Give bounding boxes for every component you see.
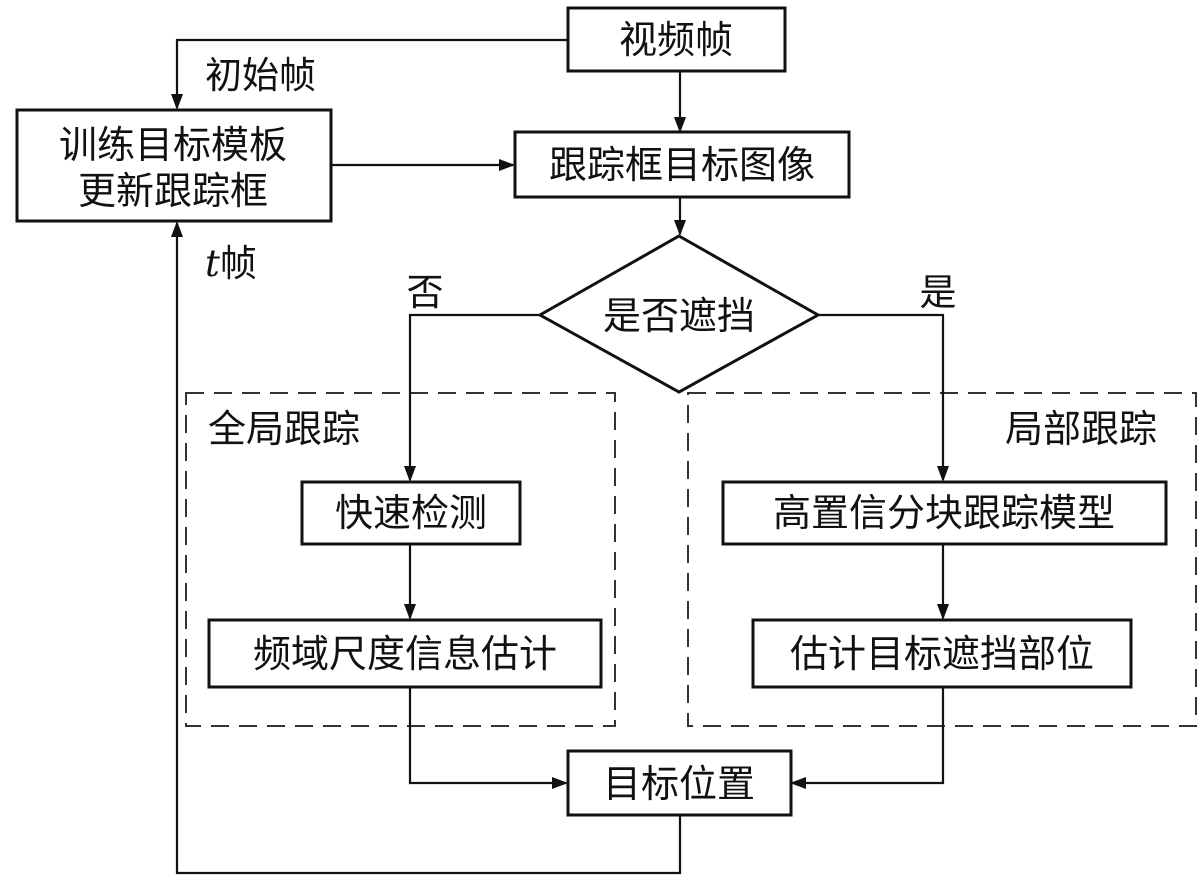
arrow-decision-yes <box>818 313 949 482</box>
arrow-estimate-to-position <box>790 688 945 789</box>
decision-yes-label: 是 <box>920 271 957 314</box>
fast-detection-box <box>300 480 522 546</box>
arrow-position-feedback <box>171 221 682 875</box>
occlusion-decision-diamond <box>536 234 822 394</box>
occlusion-decision-label: 是否遮挡 <box>603 294 755 338</box>
initial-frame-label: 初始帧 <box>205 54 316 97</box>
target-position-label: 目标位置 <box>603 762 755 806</box>
t-frame-variable: t <box>205 242 220 285</box>
arrow-decision-no <box>404 313 540 482</box>
estimate-occlusion-label: 估计目标遮挡部位 <box>790 632 1094 676</box>
arrow-scale-to-position <box>408 688 568 789</box>
t-frame-suffix: 帧 <box>220 242 257 285</box>
train-template-label-1: 训练目标模板 <box>59 123 287 167</box>
frequency-scale-label: 频域尺度信息估计 <box>253 632 557 676</box>
t-frame-label: t帧 <box>205 242 257 285</box>
arrow-video-to-train <box>171 38 567 110</box>
track-box-image-label: 跟踪框目标图像 <box>549 143 815 187</box>
global-tracking-title: 全局跟踪 <box>208 407 360 451</box>
video-frame-box <box>566 6 787 73</box>
train-template-label-2: 更新跟踪框 <box>78 169 268 213</box>
local-tracking-title: 局部跟踪 <box>1005 407 1157 451</box>
high-conf-block-label: 高置信分块跟踪模型 <box>773 491 1115 535</box>
estimate-occlusion-box <box>751 618 1133 689</box>
global-tracking-group <box>185 392 616 727</box>
target-position-box <box>566 749 793 817</box>
high-conf-block-box <box>721 480 1168 546</box>
video-frame-label: 视频帧 <box>619 18 733 62</box>
train-template-box <box>15 108 333 223</box>
fast-detection-label: 快速检测 <box>335 491 487 535</box>
track-box-image-box <box>513 130 851 199</box>
frequency-scale-box <box>207 618 603 689</box>
decision-no-label: 否 <box>407 271 444 314</box>
